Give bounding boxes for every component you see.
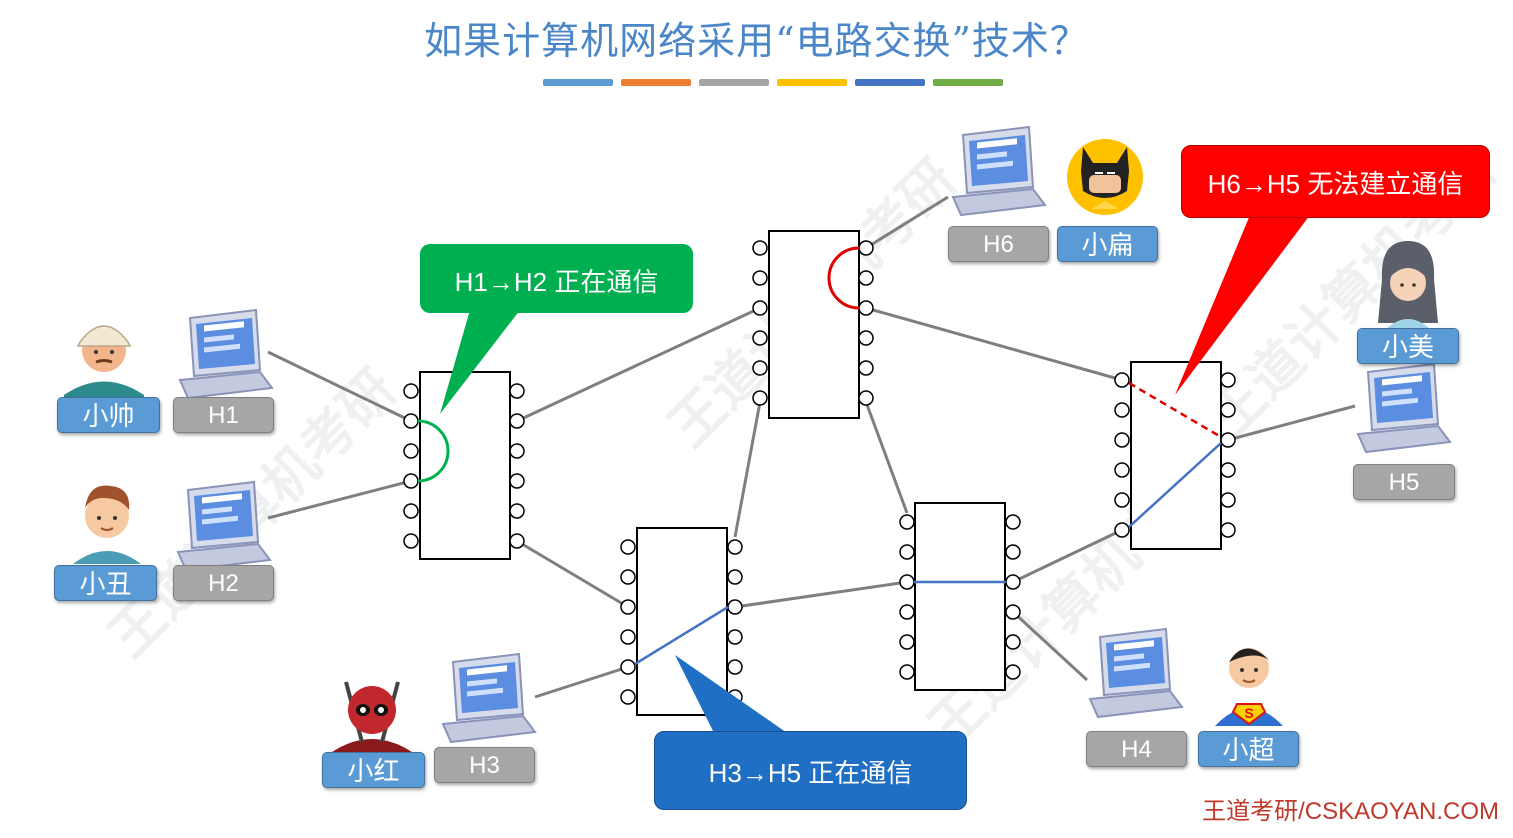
laptop-icon: [1357, 363, 1451, 453]
red-callout: [1181, 145, 1490, 218]
person-avatar-xiaobian: [1067, 139, 1143, 215]
svg-text:S: S: [1244, 705, 1253, 721]
person-avatar-xiaochou: [73, 485, 141, 564]
h6-h5-blocked-segment: [1128, 381, 1222, 439]
callout-h6-h5-text: H6→H5 无法建立通信: [1207, 169, 1464, 199]
callout-h3-h5-text: H3→H5 正在通信: [708, 758, 913, 788]
person-label-xiaomei: 小美: [1357, 328, 1459, 364]
person-label-xiaohong: 小红: [322, 752, 425, 788]
title-underline-bar: [699, 79, 769, 86]
blue-callout-tail: [675, 655, 790, 735]
network-links: [267, 195, 1356, 699]
person-label-xiaoshuai: 小帅: [57, 397, 160, 433]
green-callout: [420, 244, 693, 313]
title-underline-bar: [777, 79, 847, 86]
host-label-h6: H6: [948, 226, 1049, 262]
person-label-xiaobian: 小扁: [1057, 226, 1158, 262]
switch-3: [620, 527, 743, 716]
blue-callout: [654, 731, 967, 810]
laptop-icon: [179, 309, 273, 399]
laptop-icon: [1089, 628, 1183, 718]
host-label-h5: H5: [1353, 464, 1455, 500]
person-avatar-xiaoshuai: [64, 325, 144, 400]
h6-circuit-arc: [827, 246, 860, 310]
callout-h1-h2-text: H1→H2 正在通信: [454, 267, 659, 297]
host-label-h3: H3: [434, 747, 535, 783]
footer-brand: 王道考研/CSKAOYAN.COM: [1202, 798, 1499, 825]
title-underline-bar: [933, 79, 1003, 86]
host-label-h1: H1: [173, 397, 274, 433]
host-label-h2: H2: [173, 565, 274, 601]
switch-5: [1114, 361, 1236, 550]
person-avatar-xiaohong: [332, 681, 412, 754]
person-avatar-xiaomei: [1378, 241, 1438, 329]
laptop-icon: [442, 653, 536, 743]
slide-title: 如果计算机网络采用“电路交换”技术？: [424, 19, 1089, 63]
laptop-icon: [952, 126, 1046, 216]
title-underline-bar: [543, 79, 613, 86]
title-underline-bar: [621, 79, 691, 86]
h3-h5-circuit-segment: [634, 605, 729, 666]
green-callout-tail: [440, 310, 520, 414]
red-callout-tail: [1175, 215, 1310, 395]
h3-h5-circuit-segment: [1128, 442, 1222, 528]
person-label-xiaochao: 小超: [1198, 731, 1299, 767]
person-avatar-xiaochao: S: [1215, 648, 1283, 726]
person-label-xiaochou: 小丑: [54, 565, 157, 601]
laptop-icon: [177, 481, 271, 571]
h1-h2-circuit-arc: [417, 419, 450, 483]
switch-1: [403, 371, 525, 560]
switch-2: [752, 230, 874, 419]
title-underline-bar: [855, 79, 925, 86]
switch-4: [899, 502, 1021, 691]
host-label-h4: H4: [1086, 731, 1187, 767]
